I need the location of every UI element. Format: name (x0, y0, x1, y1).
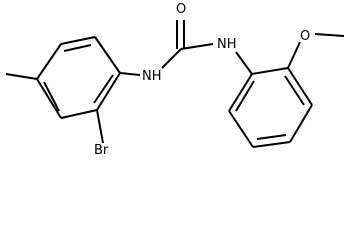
ring2-double-1 (284, 75, 305, 106)
carbonyl-oxygen-label: O (176, 2, 186, 17)
ring2-bond-6 (228, 73, 253, 112)
bromine-bond (96, 109, 104, 144)
nh-left-label: NH (142, 69, 162, 84)
nh-right-label: NH (217, 37, 237, 52)
ring1-bond-5 (36, 78, 62, 119)
carbonyl-to-nh-bond (180, 43, 214, 50)
ring1-bond-6 (36, 43, 62, 80)
ring2-bond-3 (289, 104, 313, 143)
ring1-bond-2 (94, 36, 121, 74)
ring2-bond-2 (287, 67, 313, 106)
ring1-to-nh-bond (119, 72, 141, 76)
ring2-double-2 (256, 134, 287, 140)
ring2-bond-1 (251, 67, 289, 75)
bromine-label: Br (94, 143, 109, 154)
methyl-bond (5, 73, 38, 80)
ring2-bond-4 (252, 141, 291, 148)
methoxy-methyl-bond (314, 33, 345, 37)
ring2-bond-5 (228, 110, 254, 148)
ring2-to-methoxy-oxygen-bond (287, 41, 301, 69)
methoxy-oxygen-label: O (300, 29, 310, 44)
ring1-double-1 (63, 44, 92, 52)
left-benzene-ring (36, 36, 121, 119)
ring2-double-3 (235, 80, 255, 112)
ring1-bond-3 (96, 72, 121, 111)
ring1-double-2 (93, 74, 114, 104)
ring1-double-3 (43, 81, 60, 112)
molecule-structure-diagram: Br NH O NH O (5, 2, 345, 154)
nh-to-carbonyl-bond (161, 48, 182, 69)
ring1-bond-4 (60, 109, 98, 119)
ring1-bond-1 (60, 36, 96, 45)
right-benzene-ring (228, 67, 313, 148)
nh-to-ring2-bond (235, 51, 253, 75)
